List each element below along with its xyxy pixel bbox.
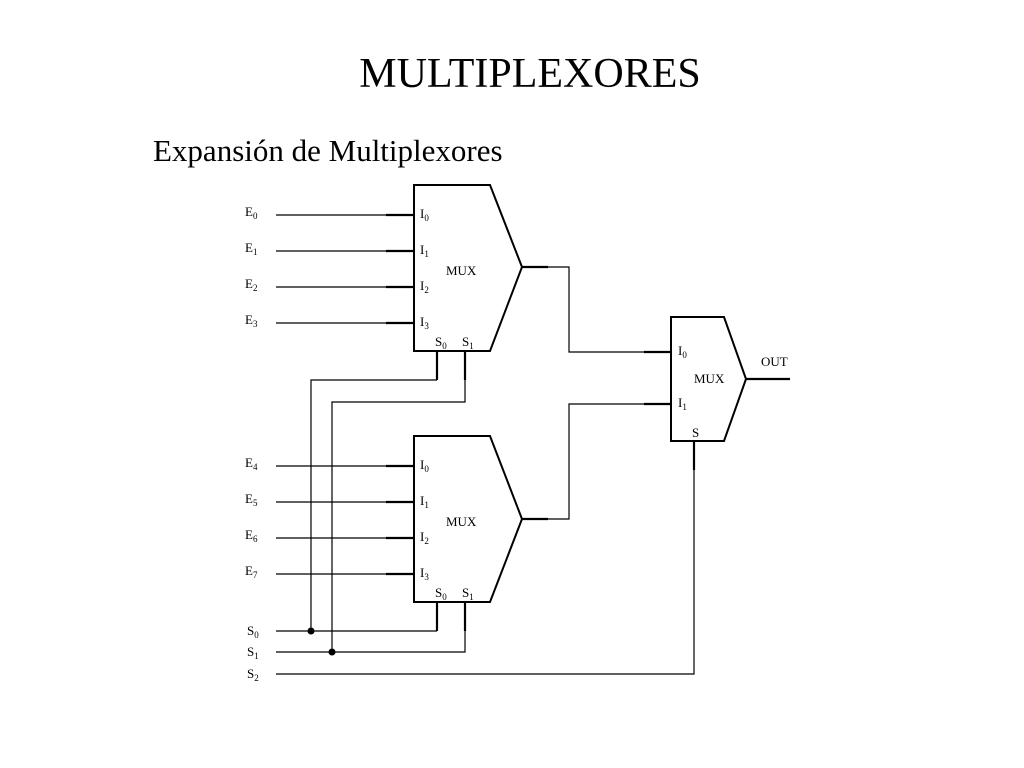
input-label-e3: E3 <box>245 312 258 329</box>
input-lines: E0 E1 E2 E3 E4 E5 E6 E7 <box>245 204 386 580</box>
mux-bottom-label-i3: I3 <box>420 565 429 582</box>
mux-output-body <box>670 316 748 442</box>
input-label-e1: E1 <box>245 240 257 257</box>
select-label-s1: S1 <box>247 644 259 661</box>
mux-top: I0 I1 I2 I3 MUX S0 S1 <box>386 184 548 380</box>
mux-bottom-label-s1: S1 <box>462 585 474 602</box>
output-label: OUT <box>761 354 788 369</box>
select-label-s0: S0 <box>247 623 259 640</box>
wire-s1-top <box>331 380 466 652</box>
select-label-s2: S2 <box>247 666 259 683</box>
mux-bottom-label-i1: I1 <box>420 493 429 510</box>
mux-bottom-label-i2: I2 <box>420 529 429 546</box>
junction-s0 <box>307 627 315 635</box>
wire-bottom-to-output <box>548 403 644 520</box>
slide-title: MULTIPLEXORES <box>359 51 701 97</box>
input-label-e7: E7 <box>245 563 258 580</box>
mux-output-label-i1: I1 <box>678 395 687 412</box>
input-label-e5: E5 <box>245 491 258 508</box>
select-lines: S0 S1 S2 <box>247 379 695 683</box>
wire-s1-bottom <box>276 631 466 653</box>
wire-top-to-output <box>548 266 644 353</box>
mux-top-label-s1: S1 <box>462 334 474 351</box>
wire-s2 <box>276 470 695 675</box>
mux-interconnect <box>548 266 644 520</box>
mux-bottom: I0 I1 I2 I3 MUX S0 S1 <box>386 435 548 631</box>
mux-top-label-i3: I3 <box>420 314 429 331</box>
mux-top-label-i0: I0 <box>420 206 429 223</box>
mux-top-title: MUX <box>446 263 477 278</box>
mux-bottom-title: MUX <box>446 514 477 529</box>
slide-subtitle: Expansión de Multiplexores <box>153 133 503 168</box>
mux-output: I0 I1 MUX S OUT <box>644 316 790 470</box>
input-label-e0: E0 <box>245 204 258 221</box>
mux-top-label-i1: I1 <box>420 242 429 259</box>
mux-output-label-s: S <box>692 425 699 440</box>
junction-s1 <box>328 648 336 656</box>
input-label-e6: E6 <box>245 527 258 544</box>
mux-bottom-label-i0: I0 <box>420 457 429 474</box>
mux-output-title: MUX <box>694 371 725 386</box>
wire-s0-top <box>310 379 437 631</box>
input-label-e4: E4 <box>245 455 258 472</box>
mux-output-label-i0: I0 <box>678 343 687 360</box>
input-label-e2: E2 <box>245 276 257 293</box>
mux-bottom-label-s0: S0 <box>435 585 447 602</box>
mux-top-label-i2: I2 <box>420 278 429 295</box>
mux-top-label-s0: S0 <box>435 334 447 351</box>
